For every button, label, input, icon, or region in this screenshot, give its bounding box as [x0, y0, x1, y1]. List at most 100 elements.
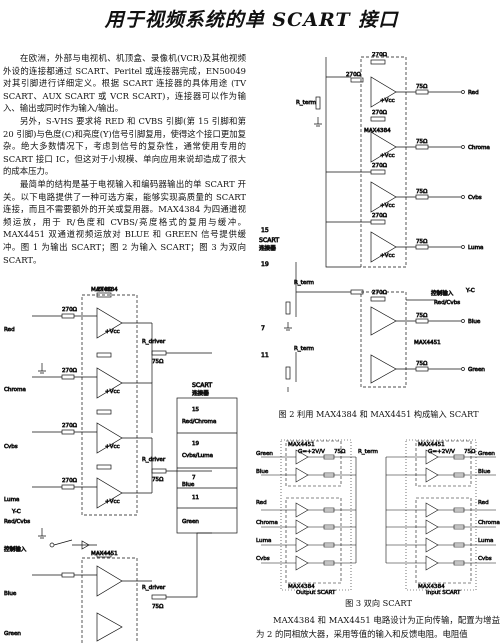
- fig1-input-green: Green: [4, 631, 21, 637]
- fig3-left-label: Red: [256, 500, 267, 506]
- fig2-r75: 75Ω: [416, 84, 428, 90]
- fig2-pin: 11: [261, 352, 269, 359]
- fig2-out-cvbs: Cvbs: [468, 195, 482, 201]
- fig2-out-green: Green: [468, 367, 485, 373]
- article-body: 在欧洲，外部与电视机、机顶盒、录像机(VCR)及其他视频外设的连接都通过 SCA…: [3, 52, 246, 266]
- fig3-input-scart: Input SCART: [426, 590, 461, 596]
- fig1-r75: 75Ω: [152, 359, 164, 365]
- fig2-r270: 270Ω: [372, 52, 388, 58]
- fig1-r-label: 270Ω: [97, 287, 113, 293]
- fig3-ic-left-bottom: MAX4384: [288, 584, 315, 590]
- fig1-pin-label: Blue: [182, 482, 195, 488]
- figure-2-caption: 图 2 利用 MAX4384 和 MAX4451 构成输入 SCART: [278, 409, 479, 419]
- fig1-scart-title: SCART: [192, 382, 212, 389]
- fig2-out-chroma: Chroma: [468, 145, 490, 151]
- fig3-left-label: Chroma: [256, 520, 278, 526]
- fig2-ic-top: MAX4384: [364, 128, 391, 134]
- fig2-pin: 7: [261, 325, 265, 332]
- fig1-r75: 75Ω: [152, 604, 164, 610]
- fig3-r75: 75Ω: [464, 449, 476, 455]
- paragraph-1: 在欧洲，外部与电视机、机顶盒、录像机(VCR)及其他视频外设的连接都通过 SCA…: [3, 53, 246, 114]
- fig1-rdriver: R_driver: [142, 585, 166, 591]
- fig2-vcc: +Vcc: [380, 203, 395, 209]
- paragraph-3: 最简单的结构是基于电视输入和编码器输出的单 SCART 开关。以下电路提供了一种…: [3, 178, 246, 265]
- fig1-input-blue: Blue: [4, 591, 17, 597]
- fig1-input-redcvbs: Red/Cvbs: [4, 519, 30, 525]
- fig3-ic-right-top: MAX4451: [418, 442, 445, 448]
- fig2-r270: 270Ω: [372, 163, 388, 169]
- fig1-input-red: Red: [4, 327, 15, 333]
- figure-2-input-scart: 15 SCART 连接器 19 7 11 270Ω 270Ω 270Ω 270Ω…: [256, 52, 501, 392]
- fig1-opamps: [96, 307, 123, 642]
- fig1-input-chroma: Chroma: [4, 387, 26, 393]
- fig1-r-label: 270Ω: [62, 478, 78, 484]
- fig2-scart-sub: 连接器: [259, 244, 276, 252]
- fig3-left-label: Blue: [256, 469, 269, 475]
- fig2-out-red: Red: [468, 90, 479, 96]
- fig3-right-label: Chroma: [478, 520, 500, 526]
- fig2-vcc: +Vcc: [380, 153, 395, 159]
- fig2-ctrl-redcvbs: Red/Cvbs: [434, 300, 460, 306]
- fig1-ic-top: MAX4384: [91, 287, 118, 293]
- fig2-pin: 19: [261, 261, 269, 268]
- fig3-left-label: Cvbs: [256, 556, 270, 562]
- article-title: 用于视频系统的单 SCART 接口: [104, 9, 399, 31]
- fig2-r270: 270Ω: [372, 290, 388, 296]
- fig3-ic-right-bottom: MAX4384: [418, 584, 445, 590]
- fig2-scart-title: SCART: [259, 237, 279, 244]
- fig1-pin-label: Cvbs/Luma: [182, 453, 213, 459]
- fig1-vcc: +Vcc: [105, 444, 120, 450]
- fig3-ic-left-top: MAX4451: [288, 442, 315, 448]
- fig3-right-label: Luma: [478, 538, 493, 544]
- fig1-rdriver: R_driver: [142, 339, 166, 345]
- fig2-control-input: 控制输入: [431, 289, 454, 297]
- fig2-rterm: R_term: [294, 280, 314, 286]
- fig2-r75: 75Ω: [416, 239, 428, 245]
- fig3-left-label: Luma: [256, 538, 271, 544]
- fig2-vcc: +Vcc: [380, 253, 395, 259]
- fig2-r75: 75Ω: [416, 313, 428, 319]
- fig1-rdriver: R_driver: [142, 457, 166, 463]
- figure-3-caption: 图 3 双向 SCART: [345, 598, 412, 608]
- fig1-vcc: +Vcc: [105, 499, 120, 505]
- figure-3-bidirectional-scart: MAX4451 MAX4384 MAX4451 MAX4384 G=+2V/V …: [256, 438, 501, 596]
- fig1-vcc: +Vcc: [105, 329, 120, 335]
- fig2-r270: 270Ω: [372, 110, 388, 116]
- fig2-ctrl-yc: Y-C: [465, 288, 475, 294]
- fig3-gain: G=+2V/V: [298, 449, 325, 455]
- fig1-r-label: 270Ω: [62, 307, 78, 313]
- fig1-pin-label: Red/Chroma: [182, 419, 216, 425]
- fig3-gain: G=+2V/V: [428, 449, 455, 455]
- fig2-r75: 75Ω: [416, 361, 428, 367]
- fig3-right-label: Red: [478, 500, 489, 506]
- fig2-pin: 15: [261, 227, 269, 234]
- fig2-out-luma: Luma: [468, 245, 483, 251]
- fig1-r-label: 270Ω: [62, 368, 78, 374]
- paragraph-2: 另外，S-VHS 要求将 RED 和 CVBS 引脚(第 15 引脚和第 20 …: [3, 115, 246, 177]
- fig1-pin: 19: [192, 441, 200, 447]
- fig3-right-label: Cvbs: [478, 556, 492, 562]
- fig2-vcc: +Vcc: [380, 98, 395, 104]
- fig1-pin: 11: [192, 495, 200, 501]
- fig1-scart-sub: 连接器: [192, 389, 209, 397]
- fig1-control-input: 控制输入: [4, 545, 27, 553]
- fig1-input-yc: Y-C: [11, 509, 21, 515]
- fig1-input-cvbs: Cvbs: [4, 444, 18, 450]
- fig1-pin: 15: [192, 407, 200, 413]
- fig2-rterm: R_term: [296, 100, 316, 106]
- fig2-rterm: R_term: [294, 346, 314, 352]
- fig2-r270: 270Ω: [346, 72, 362, 78]
- fig2-r75: 75Ω: [416, 189, 428, 195]
- fig3-right-label: Blue: [478, 469, 491, 475]
- fig2-r75: 75Ω: [416, 139, 428, 145]
- fig3-r75: 75Ω: [334, 449, 346, 455]
- fig3-output-scart: Output SCART: [296, 590, 336, 596]
- fig2-ic-bottom: MAX4451: [414, 340, 441, 346]
- fig3-left-label: Green: [256, 451, 273, 457]
- fig3-right-label: Green: [478, 451, 495, 457]
- figure-1-output-scart: MAX4384 MAX4451 270Ω 270Ω 270Ω 270Ω 270Ω…: [2, 283, 252, 643]
- fig1-pin-label: Green: [182, 519, 199, 525]
- fig1-vcc: +Vcc: [105, 389, 120, 395]
- article-tail-text: MAX4384 和 MAX4451 电路设计为正向传输，配置为增益为 2 的同相…: [256, 615, 500, 639]
- fig1-pin: 7: [192, 475, 196, 481]
